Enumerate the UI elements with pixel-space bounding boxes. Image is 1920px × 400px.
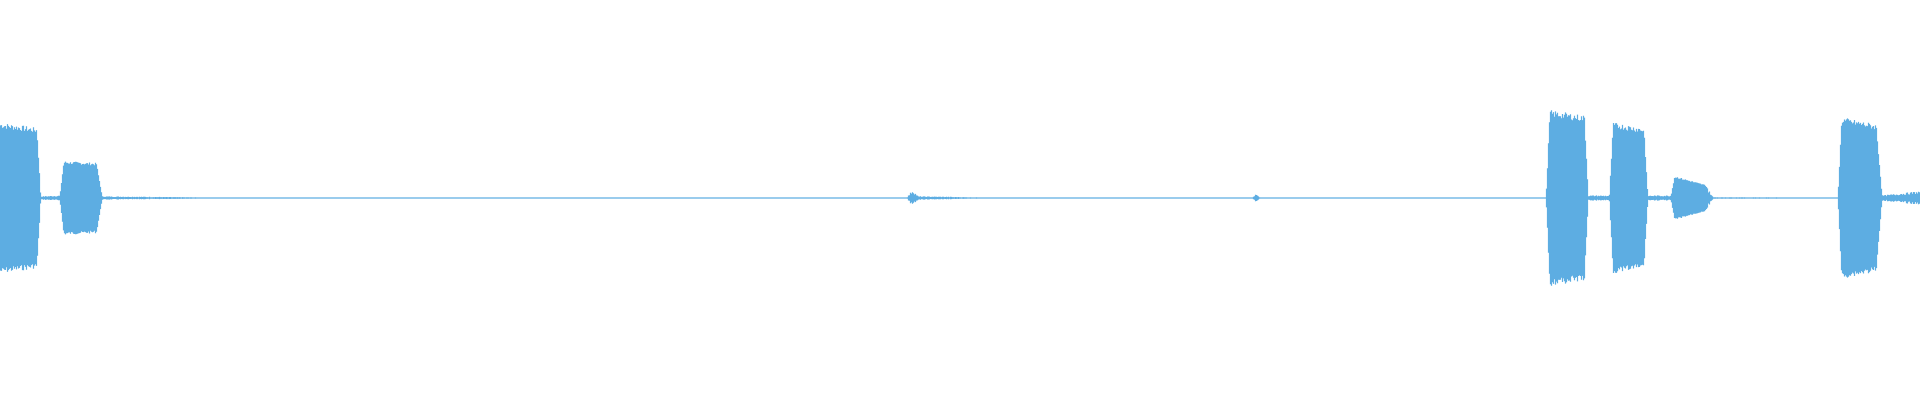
waveform-samples (0, 110, 1920, 286)
waveform-path (0, 110, 1920, 286)
